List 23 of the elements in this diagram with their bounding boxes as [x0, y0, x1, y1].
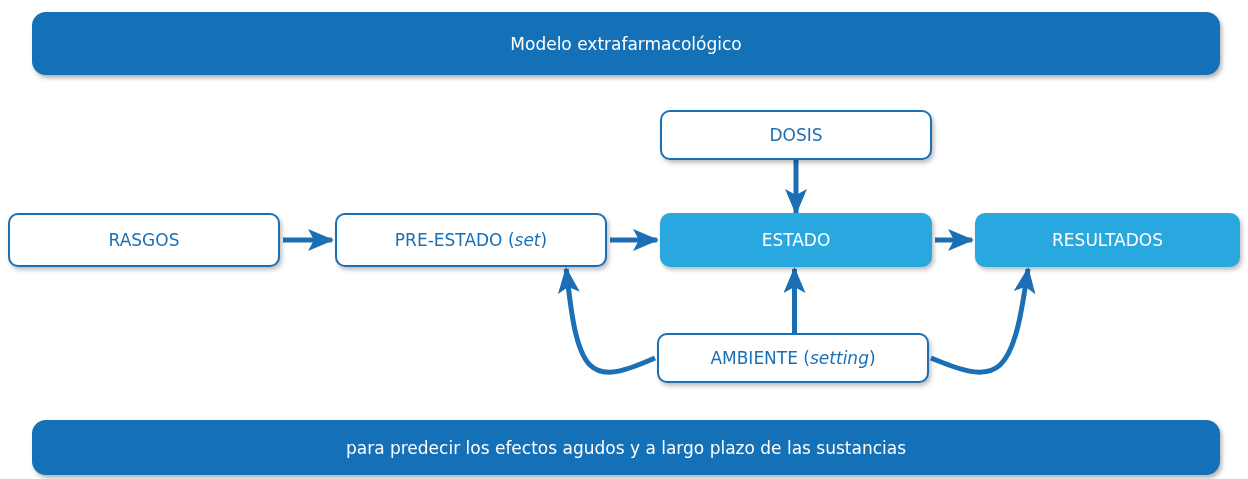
arrow: [930, 267, 1036, 375]
arrow: [783, 267, 806, 333]
arrow: [557, 267, 656, 375]
process-box: [660, 110, 932, 160]
node-label: ESTADO: [761, 230, 831, 250]
title-banner: [32, 12, 1220, 75]
node-label: RESULTADOS: [1052, 230, 1163, 250]
node-label: DOSIS: [769, 125, 823, 145]
process-box: [975, 213, 1240, 267]
process-box: [660, 213, 932, 267]
node-label: Modelo extrafarmacológico: [510, 33, 742, 54]
process-box: [335, 213, 607, 267]
arrow: [785, 160, 807, 215]
conclusion-banner: [32, 420, 1220, 475]
node-label: AMBIENTE (setting): [710, 348, 876, 368]
arrow: [610, 229, 659, 251]
node-label: RASGOS: [108, 230, 180, 250]
process-box: [657, 333, 929, 383]
node-label: para predecir los efectos agudos y a largo plazo de las sustancias: [345, 437, 907, 458]
process-box: [8, 213, 280, 267]
arrow: [283, 229, 334, 251]
node-label: PRE-ESTADO (set): [394, 230, 548, 250]
arrow: [935, 229, 974, 251]
